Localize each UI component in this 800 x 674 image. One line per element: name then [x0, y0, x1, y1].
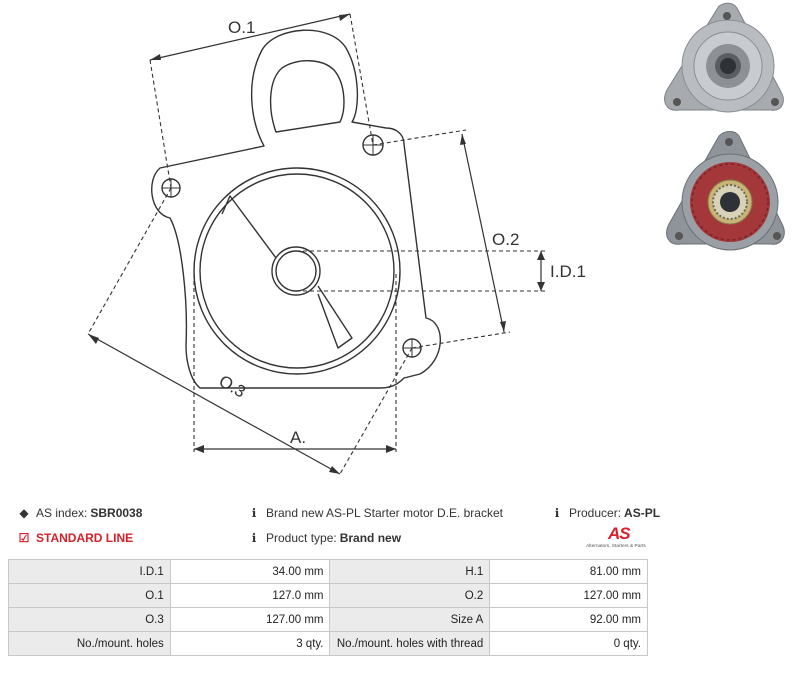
description-text: Brand new AS-PL Starter motor D.E. brack… — [266, 506, 503, 520]
producer-value: AS-PL — [624, 506, 661, 520]
product-photo-back — [666, 131, 785, 251]
spec-key: No./mount. holes with thread — [329, 631, 491, 656]
spec-key: No./mount. holes — [8, 631, 171, 656]
bore-inner — [275, 250, 317, 292]
spec-key: Size A — [329, 607, 491, 632]
as-pl-logo: AS Alternators, Starters & Parts — [586, 524, 652, 552]
logo-tagline: Alternators, Starters & Parts — [586, 544, 646, 549]
info-icon: ℹ — [251, 531, 257, 545]
spec-key: O.2 — [329, 583, 491, 608]
spec-key: O.1 — [8, 583, 171, 608]
check-square-icon: ☑ — [18, 531, 30, 545]
inner-circle — [199, 173, 395, 369]
bracket-ear-inner — [269, 60, 345, 133]
as-index: ◆ AS index: SBR0038 — [16, 506, 142, 520]
product-description: ℹ Brand new AS-PL Starter motor D.E. bra… — [246, 506, 503, 520]
product-type-value: Brand new — [339, 531, 402, 545]
label-o2: O.2 — [492, 230, 519, 249]
spec-value: 127.00 mm — [489, 583, 648, 608]
spec-value: 92.00 mm — [489, 607, 648, 632]
label-id1: I.D.1 — [550, 262, 586, 281]
dim-o3 — [87, 333, 341, 475]
as-index-value: SBR0038 — [90, 506, 143, 520]
info-icon: ℹ — [554, 506, 560, 520]
outer-circle — [193, 167, 401, 375]
spec-value: 127.00 mm — [169, 607, 331, 632]
spec-value: 81.00 mm — [489, 559, 648, 584]
as-index-label: AS index: — [36, 506, 88, 520]
spec-value: 127.0 mm — [169, 583, 331, 608]
label-o3: O.3 — [216, 371, 249, 401]
bore-outer — [271, 246, 321, 296]
technical-drawing: O.1 O.2 I.D.1 O.3 A. — [87, 2, 785, 475]
label-a: A. — [290, 428, 306, 447]
tag-icon: ◆ — [19, 506, 29, 520]
standard-line-label: STANDARD LINE — [36, 531, 134, 545]
dim-o1 — [149, 13, 351, 61]
label-o1: O.1 — [228, 18, 255, 37]
spec-key: I.D.1 — [8, 559, 171, 584]
bracket-outline — [151, 29, 441, 389]
spec-value: 0 qty. — [489, 631, 648, 656]
spec-key: O.3 — [8, 607, 171, 632]
product-photo-front — [664, 2, 784, 113]
product-type: ℹ Product type: Brand new — [246, 531, 401, 545]
logo-mark: AS — [608, 524, 631, 543]
product-type-label: Product type: — [266, 531, 337, 545]
spec-key: H.1 — [329, 559, 491, 584]
producer: ℹ Producer: AS-PL — [549, 506, 660, 520]
spec-value: 34.00 mm — [169, 559, 331, 584]
info-icon: ℹ — [251, 506, 257, 520]
producer-label: Producer: — [569, 506, 622, 520]
standard-line-badge: ☑ STANDARD LINE — [16, 531, 134, 545]
dim-o2 — [461, 133, 505, 333]
spec-value: 3 qty. — [169, 631, 331, 656]
cutaway-wedge — [221, 195, 353, 349]
